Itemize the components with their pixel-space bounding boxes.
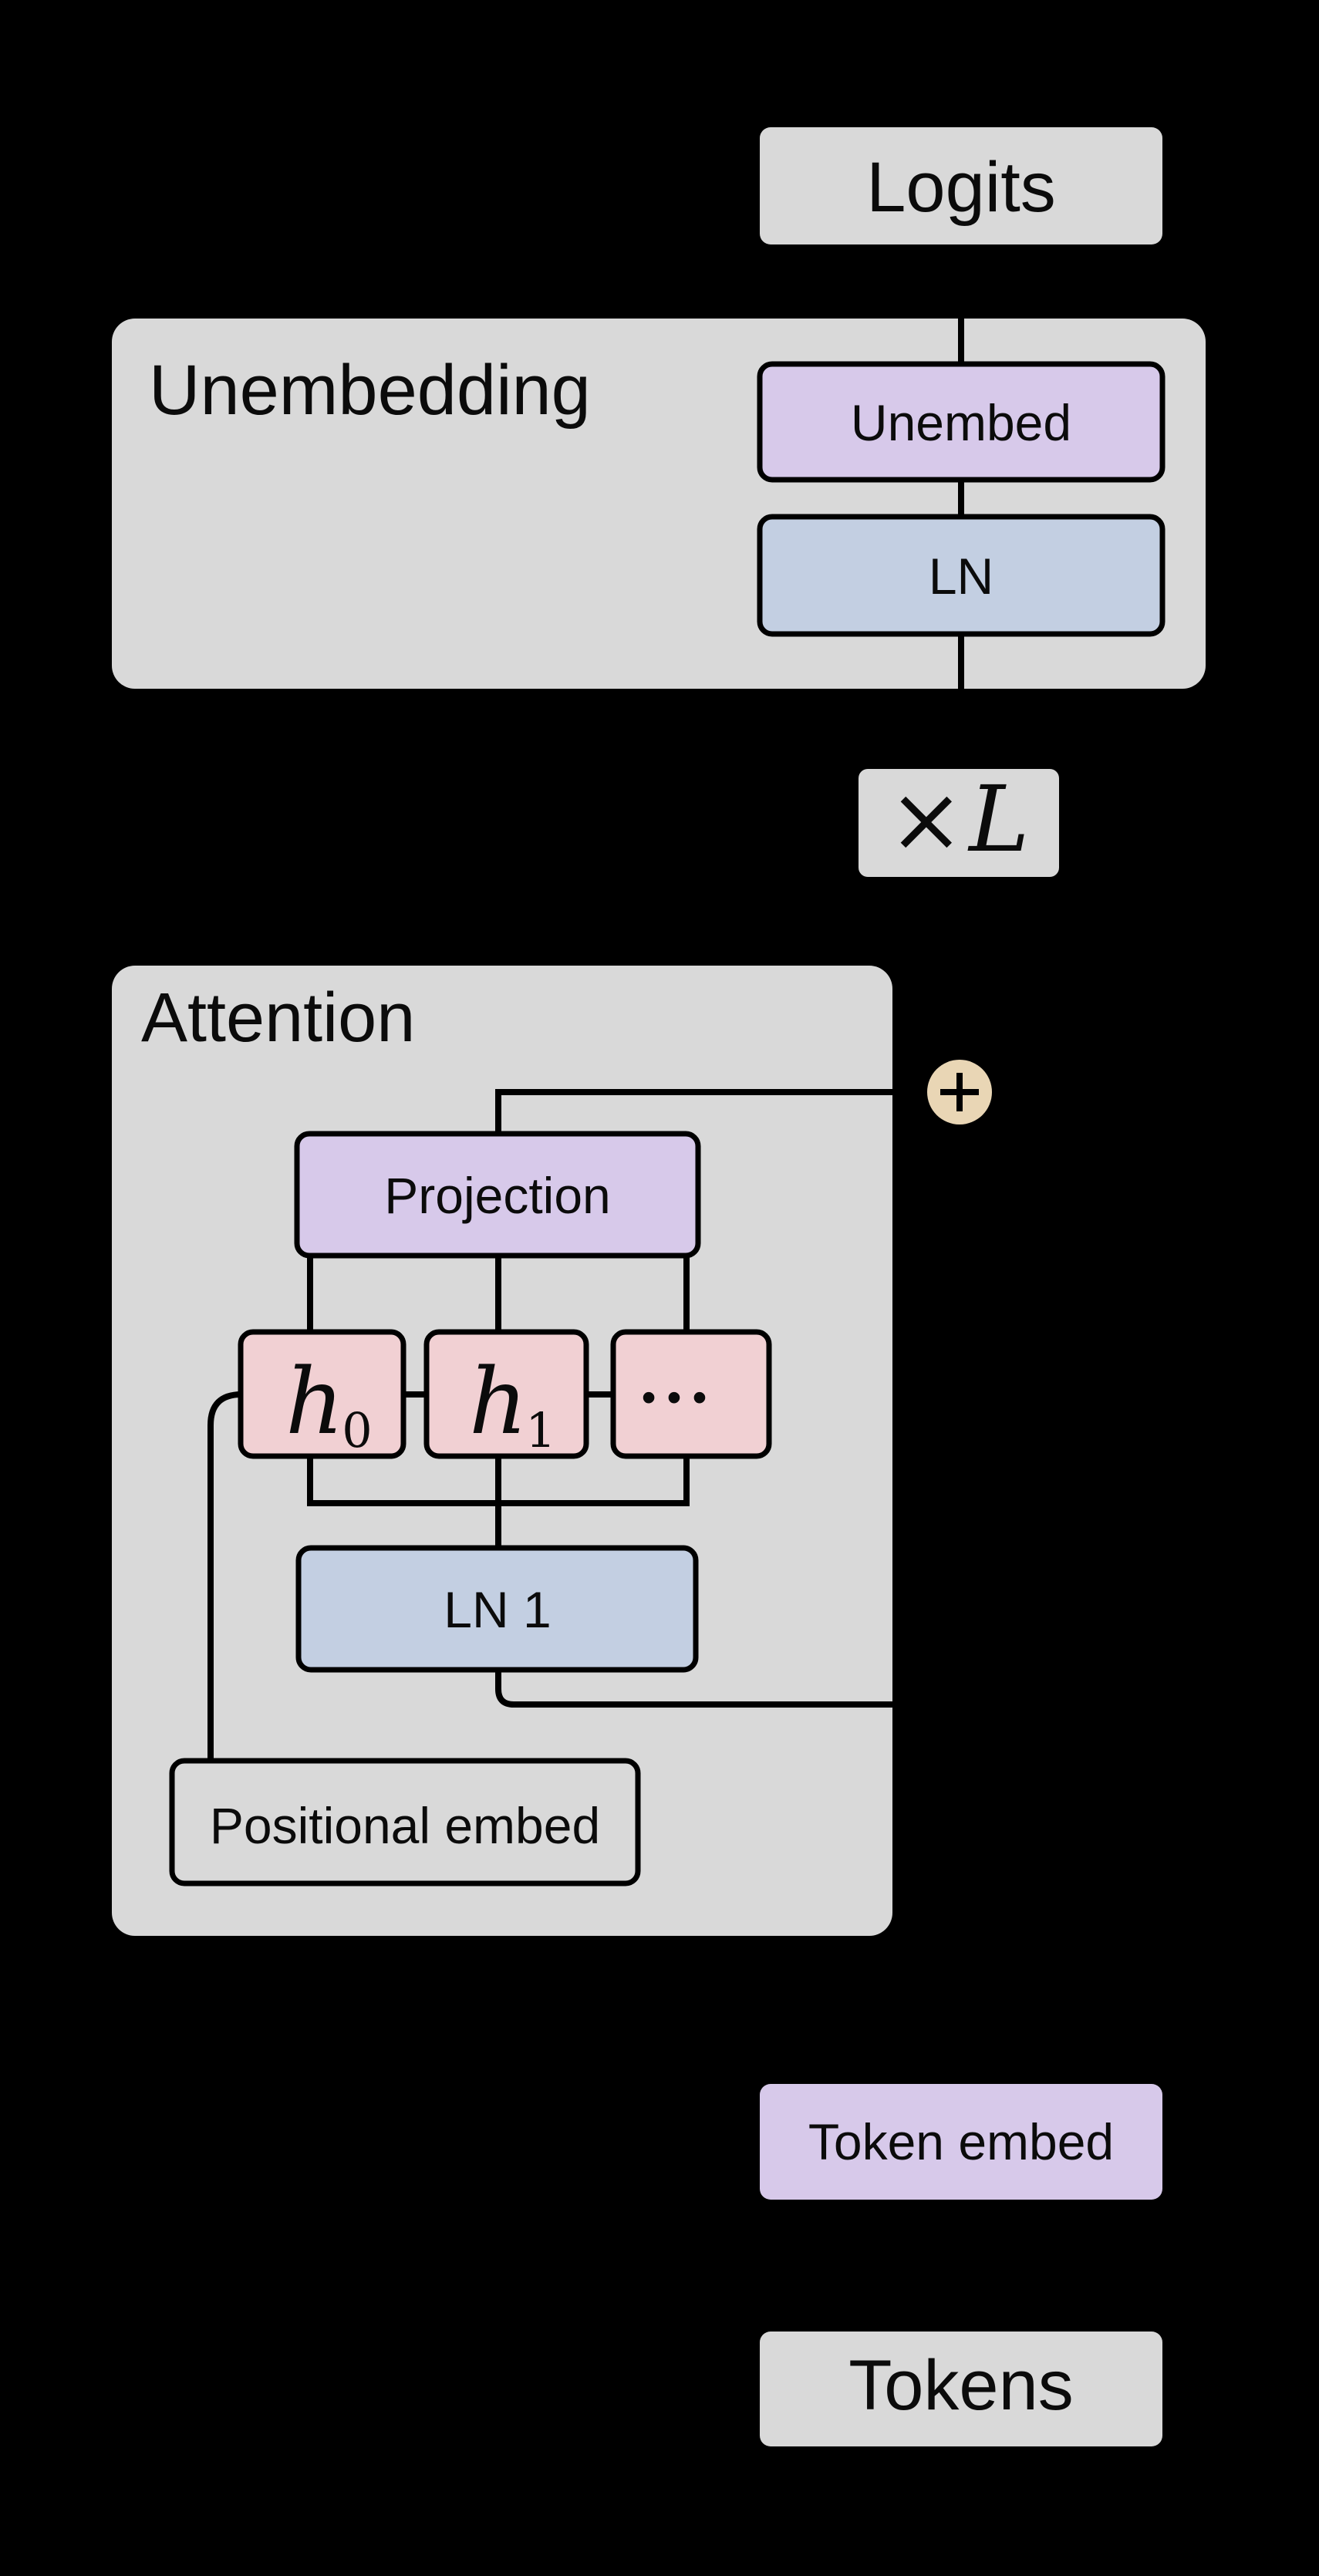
ln-box [757, 514, 1166, 637]
attention-title: Attention [141, 979, 415, 1057]
projection-box [294, 1131, 701, 1259]
ln-label: LN [929, 548, 993, 605]
head-0-box [238, 1329, 406, 1459]
head-1-box [423, 1329, 589, 1459]
unembedding-title: Unembedding [149, 351, 591, 430]
unembed-label: Unembed [851, 394, 1071, 451]
ln1-output-line [495, 1670, 961, 1708]
head-0-subscript: 0 [342, 1402, 372, 1458]
repeat-badge-label: ×L [888, 766, 1029, 872]
head-1-subscript: 1 [525, 1402, 555, 1458]
heads-ellipsis-icon: ••• [642, 1374, 718, 1421]
tokens-box [760, 2332, 1162, 2446]
ln1-label: LN 1 [444, 1581, 551, 1638]
projection-to-plus-line [495, 1089, 960, 1134]
head-1-symbol: h [469, 1348, 528, 1455]
logits-box [760, 127, 1162, 244]
times-symbol: × [888, 766, 964, 872]
repeat-badge-box [859, 769, 1059, 877]
ln1-box [295, 1545, 699, 1673]
head-ellipsis-box [610, 1329, 772, 1459]
positional-embed-box [169, 1758, 641, 1886]
token-embed-box [760, 2084, 1162, 2200]
layer-count-symbol: L [967, 766, 1029, 872]
tokens-label: Tokens [848, 2346, 1074, 2425]
unembed-box [757, 361, 1166, 483]
projection-label: Projection [384, 1167, 611, 1224]
projection-to-heads-lines [307, 1256, 690, 1332]
head-0-symbol: h [285, 1348, 344, 1455]
heads-to-ln1-lines [307, 1456, 690, 1548]
token-embed-label: Token embed [808, 2113, 1114, 2170]
logits-label: Logits [866, 148, 1056, 227]
wires [207, 231, 964, 2337]
positional-embed-label: Positional embed [210, 1797, 600, 1854]
plus-icon [940, 1073, 979, 1111]
